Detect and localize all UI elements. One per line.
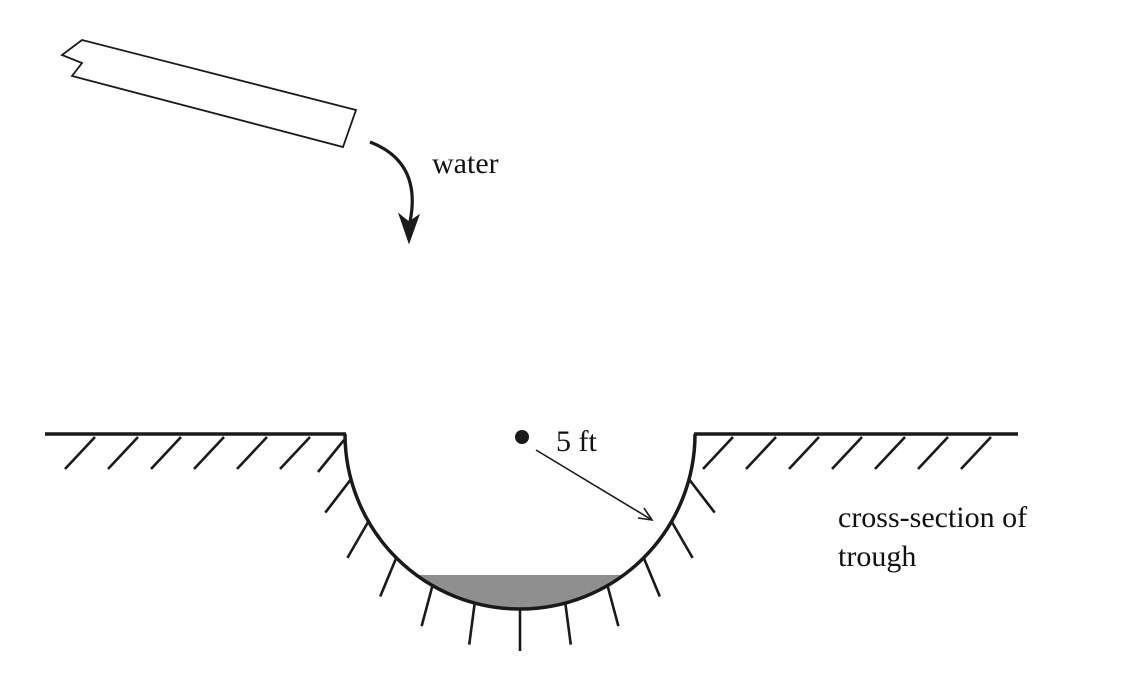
hatch-marks-left xyxy=(64,436,346,473)
water-flow-arrow xyxy=(369,140,420,245)
water-pipe-arrow xyxy=(60,39,358,149)
hatch-marks-right xyxy=(702,436,992,470)
caption-label: cross-section of trough xyxy=(838,501,1028,573)
radius-label: 5 ft xyxy=(556,425,597,458)
radius-arrow xyxy=(535,449,654,522)
hatch-marks-curve xyxy=(324,478,716,651)
center-point xyxy=(515,430,529,444)
water-label: water xyxy=(432,147,499,180)
